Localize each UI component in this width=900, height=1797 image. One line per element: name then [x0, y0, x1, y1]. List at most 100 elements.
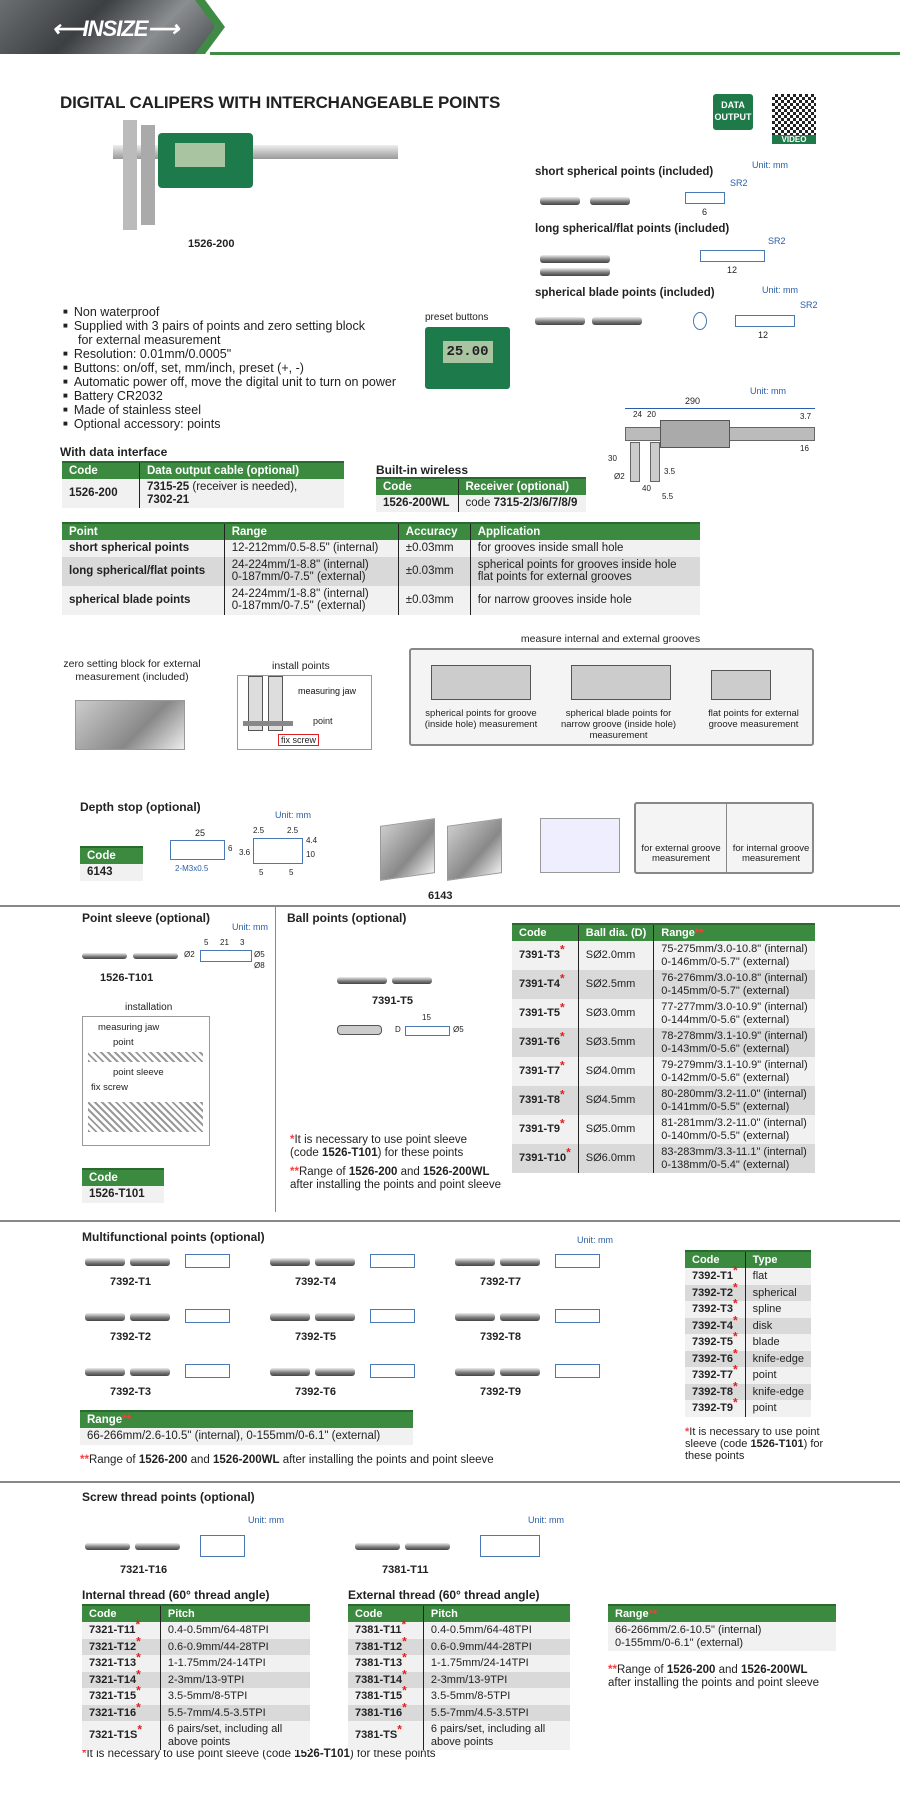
cell-text: SØ5.0mm	[585, 1123, 636, 1136]
table-cell: 7392-T2*	[685, 1281, 746, 1301]
cell-text: 7321-T15	[89, 1690, 137, 1702]
cell-text: 7321-T1S	[89, 1729, 138, 1742]
table-row: 6143	[80, 864, 143, 881]
table-cell: 0.4-0.5mm/64-48TPI	[423, 1622, 570, 1639]
cell-text: point	[752, 1369, 777, 1381]
table-cell: 7392-T1*	[685, 1264, 746, 1285]
table-cell: spline	[745, 1301, 812, 1318]
table-cell: SØ3.0mm	[578, 999, 655, 1028]
sleeve-required-mark: *	[559, 1116, 565, 1131]
table-cell: long spherical/flat points	[62, 556, 225, 586]
table-cell: 79-279mm/3.1-10.9" (internal)0-142mm/0-5…	[653, 1057, 815, 1086]
table-cell: 7381-T13*	[348, 1651, 424, 1672]
note-text: and	[187, 1454, 214, 1466]
table-cell: 80-280mm/3.2-11.0" (internal)0-141mm/0-5…	[653, 1086, 815, 1115]
cell-text: 2-3mm/13-9TPI	[430, 1673, 508, 1686]
cell-text: 1526-200WL	[383, 497, 450, 509]
cell-text: blade	[752, 1336, 780, 1348]
multi-point-diagram	[370, 1254, 415, 1268]
cell-text: 0.6-0.9mm/44-28TPI	[430, 1640, 532, 1653]
caliper-image	[103, 115, 403, 235]
column-header: Code	[685, 1250, 746, 1268]
table-cell: 7321-T11*	[82, 1618, 161, 1639]
table-cell: ±0.03mm	[398, 556, 471, 586]
cell-text: SØ3.5mm	[585, 1036, 636, 1049]
column-header: Pitch	[160, 1604, 310, 1622]
sleeve-required-mark: *	[732, 1312, 738, 1327]
multi-point-image	[500, 1368, 540, 1376]
column-header: Range	[224, 522, 399, 540]
table-cell: knife-edge	[745, 1350, 812, 1367]
column-header: Code	[82, 1604, 161, 1622]
section-divider	[0, 1481, 900, 1483]
dim-6: 6	[228, 844, 233, 853]
cell-text: 7321-T16	[89, 1706, 137, 1719]
section-divider	[0, 1220, 900, 1222]
column-header: Application	[470, 522, 700, 540]
column-header: Data output cable (optional)	[139, 461, 344, 479]
table-cell: 1526-200WL	[376, 495, 459, 512]
multi-point-image	[500, 1313, 540, 1321]
screw-title: Screw thread points (optional)	[82, 1490, 255, 1504]
length-dim: 12	[727, 265, 738, 275]
multi-point-image	[455, 1368, 495, 1376]
cell-text: 5.5-7mm/4.5-3.5TPI	[430, 1706, 529, 1719]
thread-image-label: 7381-T11	[382, 1564, 429, 1576]
cell-text: 7381-T16	[355, 1706, 403, 1719]
dim-40: 40	[642, 484, 651, 493]
cell-text: above points	[167, 1735, 231, 1748]
table-cell: 7321-T14*	[82, 1668, 161, 1688]
short-point-image	[540, 197, 580, 205]
screw-label: fix screw	[278, 734, 320, 746]
feature-item: for external measurement	[78, 333, 221, 347]
table-header-row: Code	[82, 1168, 164, 1186]
table-row: 7381-T13*1-1.75mm/24-14TPI	[348, 1651, 570, 1672]
dim-d2: Ø2	[184, 950, 195, 959]
depth-stop-use-image	[540, 818, 620, 873]
feature-item: Battery CR2032	[63, 389, 396, 403]
grooves-title: measure internal and external grooves	[520, 633, 701, 645]
ball-point-side	[337, 1025, 382, 1035]
table-cell: flat	[745, 1268, 812, 1285]
cell-text: SØ3.0mm	[585, 1007, 636, 1020]
video-qr-code[interactable]: VIDEO	[772, 94, 816, 144]
table-cell: 7391-T7*	[512, 1057, 579, 1086]
table-cell: 77-277mm/3.0-10.9" (internal)0-144mm/0-5…	[653, 999, 815, 1028]
cell-text: 0-138mm/0-5.4" (external)	[661, 1158, 790, 1171]
point-label: point	[313, 716, 333, 726]
depth-stop-image	[447, 818, 502, 881]
table-cell: 75-275mm/3.0-10.8" (internal)0-146mm/0-5…	[653, 941, 815, 970]
table-cell: 7381-T15*	[348, 1684, 424, 1705]
table-cell: 5.5-7mm/4.5-3.5TPI	[423, 1704, 570, 1721]
table-row: 7392-T9*point	[685, 1396, 812, 1417]
blade-point-diagram	[735, 315, 795, 327]
table-row: 7392-T1*flat	[685, 1264, 812, 1285]
table-row: 7392-T8*knife-edge	[685, 1380, 812, 1400]
multi-range-note: **Range of 1526-200 and 1526-200WL after…	[80, 1454, 494, 1466]
sleeve-code-table: Code 1526-T101	[82, 1168, 164, 1203]
grooves-diagram: spherical points for groove (inside hole…	[409, 648, 814, 746]
sleeve-required-mark: *	[135, 1617, 141, 1632]
table-header-row: Range**	[608, 1604, 836, 1622]
table-cell: SØ5.0mm	[578, 1115, 655, 1144]
table-row: 7392-T6*knife-edge	[685, 1347, 812, 1367]
cell-text: 0-145mm/0-5.7" (external)	[661, 984, 790, 997]
external-thread-title: External thread (60° thread angle)	[348, 1588, 540, 1602]
installation-label: installation	[125, 1002, 173, 1013]
cell-text: 76-276mm/3.0-10.8" (internal)	[661, 972, 808, 984]
cell-text: 79-279mm/3.1-10.9" (internal)	[661, 1059, 808, 1071]
